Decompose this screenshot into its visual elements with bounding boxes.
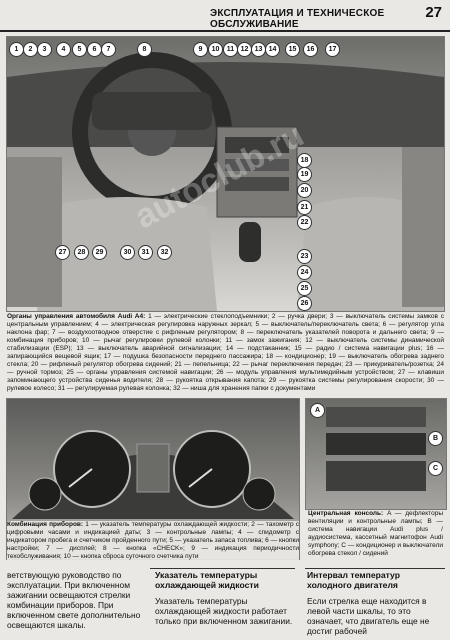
text-column-3: Интервал температур холодного двигателя … (307, 570, 445, 636)
callout-27: 27 (55, 245, 70, 260)
callout-6: 6 (87, 42, 102, 57)
callout-8: 8 (137, 42, 152, 57)
callout-10: 10 (208, 42, 223, 57)
callout-2: 2 (23, 42, 38, 57)
callout-17: 17 (325, 42, 340, 57)
header-title: ЭКСПЛУАТАЦИЯ И ТЕХНИЧЕСКОЕ ОБСЛУЖИВАНИЕ (210, 8, 385, 30)
callout-28: 28 (74, 245, 89, 260)
center-console-illustration (326, 407, 426, 491)
column-2-body: Указатель температуры охлаждающей жидкос… (155, 596, 293, 626)
callout-1: 1 (9, 42, 24, 57)
caption-console: Центральная консоль: A — дефлекторы вент… (308, 510, 443, 558)
callout-12: 12 (237, 42, 252, 57)
dashboard-photo: autoclub.ru 1 2 3 4 5 6 7 8 9 10 11 12 1… (6, 36, 445, 312)
callout-16: 16 (303, 42, 318, 57)
caption-cluster-text: 1 — указатель температуры охлаждающей жи… (7, 521, 300, 560)
callout-26: 26 (297, 296, 312, 311)
column-3-body: Если стрелка еще находится в левой части… (307, 596, 430, 636)
callout-25: 25 (297, 281, 312, 296)
callout-15: 15 (285, 42, 300, 57)
callout-14: 14 (265, 42, 280, 57)
instrument-cluster-illustration (12, 430, 294, 519)
caption-controls-lead: Органы управления автомобиля Audi A4: (7, 313, 146, 320)
center-console-photo: A B C (305, 398, 447, 510)
callout-19: 19 (297, 167, 312, 182)
callout-c: C (428, 461, 443, 476)
callout-5: 5 (72, 42, 87, 57)
caption-console-lead: Центральная консоль: (308, 510, 384, 517)
caption-console-text: A — дефлекторы вентиляции и контрольные … (308, 510, 443, 557)
callout-22: 22 (297, 215, 312, 230)
column-3-heading: Интервал температур холодного двигателя (307, 570, 400, 590)
callout-23: 23 (297, 249, 312, 264)
callout-9: 9 (193, 42, 208, 57)
page-number: 27 (425, 4, 442, 21)
caption-cluster: Комбинация приборов: 1 — указатель темпе… (7, 521, 299, 561)
callout-7: 7 (101, 42, 116, 57)
callout-32: 32 (157, 245, 172, 260)
callout-29: 29 (92, 245, 107, 260)
caption-controls-text: 1 — электрические стеклоподъемники; 2 — … (7, 313, 445, 392)
callout-4: 4 (56, 42, 71, 57)
caption-controls: Органы управления автомобиля Audi A4: 1 … (7, 313, 444, 393)
column-divider-3 (305, 568, 445, 569)
column-1-body: ветствующую руководство по эксплуатации.… (7, 570, 141, 630)
callout-20: 20 (297, 183, 312, 198)
column-2-heading: Указатель температуры охлаждающей жидкос… (155, 570, 259, 590)
callout-11: 11 (223, 42, 238, 57)
callout-24: 24 (297, 265, 312, 280)
column-divider-2 (150, 568, 295, 569)
callout-b: B (428, 431, 443, 446)
callout-18: 18 (297, 153, 312, 168)
callout-21: 21 (297, 200, 312, 215)
text-column-2: Указатель температуры охлаждающей жидкос… (155, 570, 295, 626)
text-column-1: ветствующую руководство по эксплуатации.… (7, 570, 145, 630)
callout-13: 13 (251, 42, 266, 57)
callout-3: 3 (37, 42, 52, 57)
callout-a: A (310, 403, 325, 418)
callout-31: 31 (138, 245, 153, 260)
callout-30: 30 (120, 245, 135, 260)
page-header: ЭКСПЛУАТАЦИЯ И ТЕХНИЧЕСКОЕ ОБСЛУЖИВАНИЕ … (0, 0, 450, 32)
caption-cluster-lead: Комбинация приборов: (7, 521, 84, 528)
